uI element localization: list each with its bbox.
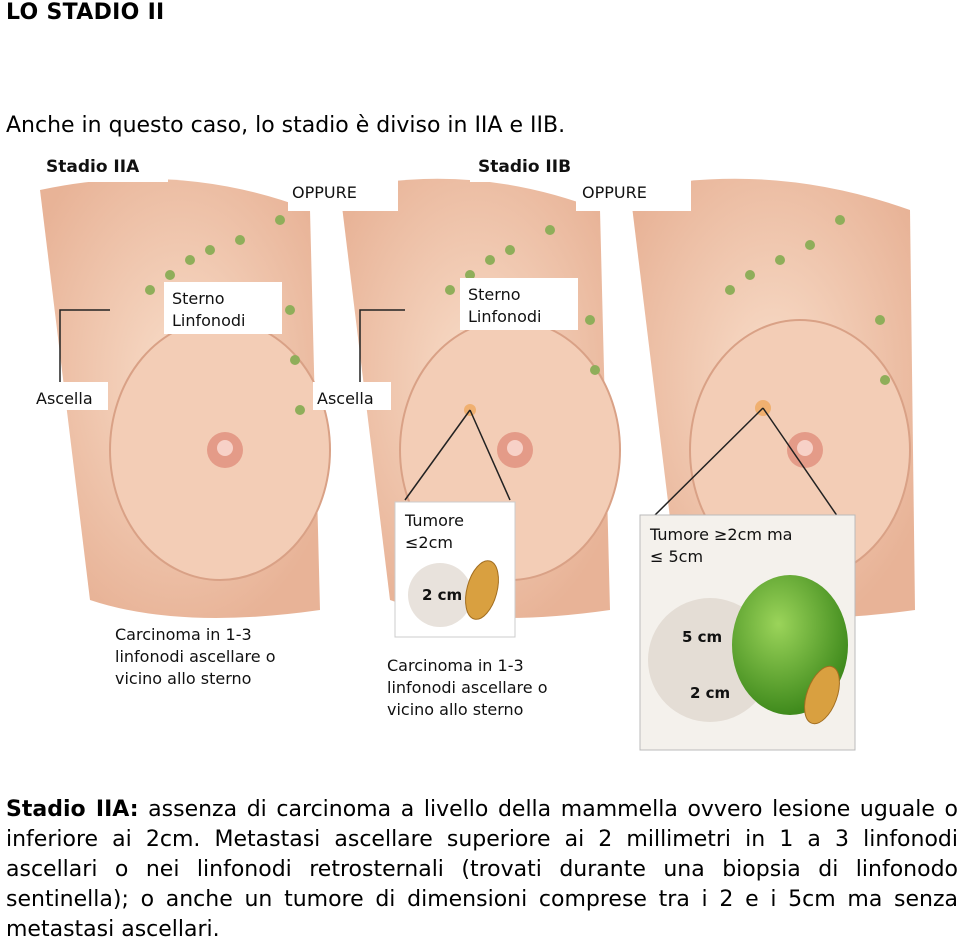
svg-text:linfonodi ascellare o: linfonodi ascellare o [115,647,276,666]
stage-description: Stadio IIA: assenza di carcinoma a livel… [6,795,958,945]
ascella-label-1: Ascella [36,389,93,408]
tumor-small-inset: Tumore ≤2cm 2 cm [394,501,516,638]
tumor-small-label: Tumore [404,511,464,530]
leader-lines [59,309,841,521]
sterno-label-1: Sterno [172,289,225,308]
tumor-large-size: ≤ 5cm [650,547,703,566]
staging-illustration: Stadio IIA Stadio IIB OPPURE OPPURE Ster… [30,150,920,760]
carcinoma-caption-1: Carcinoma in 1-3 linfonodi ascellare o v… [115,625,276,688]
svg-text:Carcinoma in 1-3: Carcinoma in 1-3 [387,656,524,675]
svg-text:linfonodi ascellare o: linfonodi ascellare o [387,678,548,697]
linfonodi-label-1: Linfonodi [172,311,245,330]
panel-a-title: Stadio IIA [46,157,140,177]
tumor-large-inset: Tumore ≥2cm ma ≤ 5cm 5 cm 2 cm [639,514,856,751]
breast-cancer-stage-figure: Stadio IIA Stadio IIB OPPURE OPPURE Ster… [30,150,915,751]
stage-text: assenza di carcinoma a livello della mam… [6,797,959,942]
oppure-label-1: OPPURE [292,183,357,202]
carcinoma-caption-2: Carcinoma in 1-3 linfonodi ascellare o v… [387,656,548,719]
intro-text: Anche in questo caso, lo stadio è diviso… [6,113,566,138]
oppure-label-2: OPPURE [582,183,647,202]
size-2cm-b-label: 2 cm [690,684,730,702]
linfonodi-label-2: Linfonodi [468,307,541,326]
tumor-small-size: ≤2cm [405,533,453,552]
size-2cm-label: 2 cm [422,586,462,604]
tumor-large-label: Tumore ≥2cm ma [649,525,792,544]
panel-b-title: Stadio IIB [478,157,571,177]
sterno-label-2: Sterno [468,285,521,304]
page-heading: LO STADIO II [6,0,165,25]
seed-icon [804,665,840,725]
lymph-nodes [145,215,890,415]
stage-label: Stadio IIA: [6,797,139,822]
svg-text:vicino allo sterno: vicino allo sterno [115,669,251,688]
size-5cm-label: 5 cm [682,628,722,646]
ascella-label-2: Ascella [317,389,374,408]
svg-text:Carcinoma in 1-3: Carcinoma in 1-3 [115,625,252,644]
svg-text:vicino allo sterno: vicino allo sterno [387,700,523,719]
